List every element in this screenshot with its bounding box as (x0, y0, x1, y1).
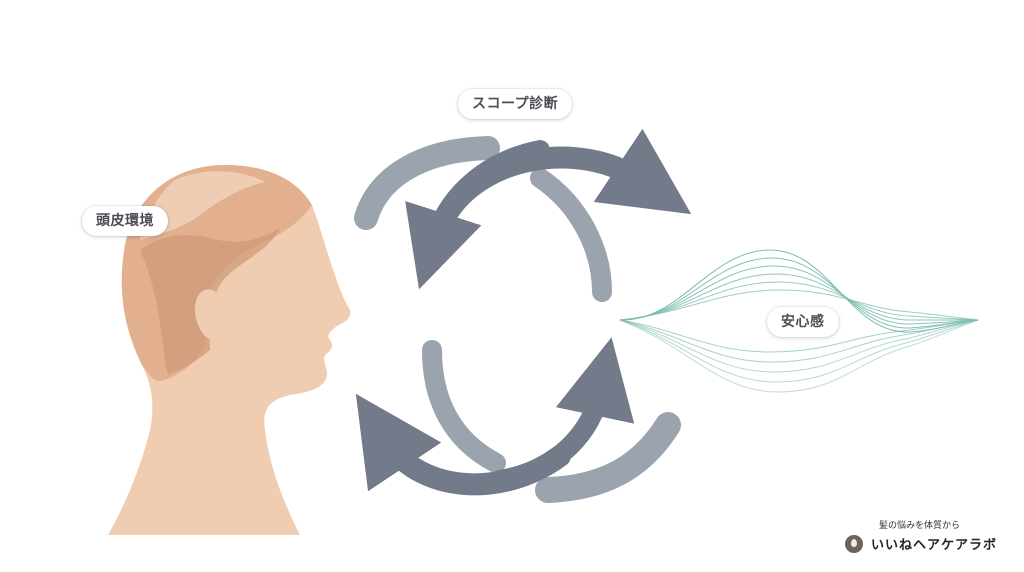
brand-name: いいねヘアケアラボ (871, 538, 998, 553)
arrow-light-top-left (354, 136, 500, 230)
head-profile (108, 165, 351, 535)
hair-highlight (140, 171, 265, 240)
arrow-light-bottom-right (535, 412, 681, 503)
brand-tagline: 髪の悩みを体質から (879, 521, 961, 531)
droplet-logo-icon (845, 535, 863, 553)
scalp-environment-label: 頭皮環境 (82, 206, 168, 236)
scope-diagnosis-label: スコープ診断 (458, 89, 573, 119)
arrow-dark-bottom-return (490, 337, 635, 490)
ear (194, 289, 226, 342)
arrow-light-left-lower (422, 340, 506, 473)
peace-of-mind-label: 安心感 (767, 307, 839, 337)
arrow-dark-top-return (405, 140, 550, 290)
calm-wave (619, 249, 979, 393)
arrow-light-right-upper (530, 168, 612, 302)
cycle-arrows (354, 128, 692, 503)
